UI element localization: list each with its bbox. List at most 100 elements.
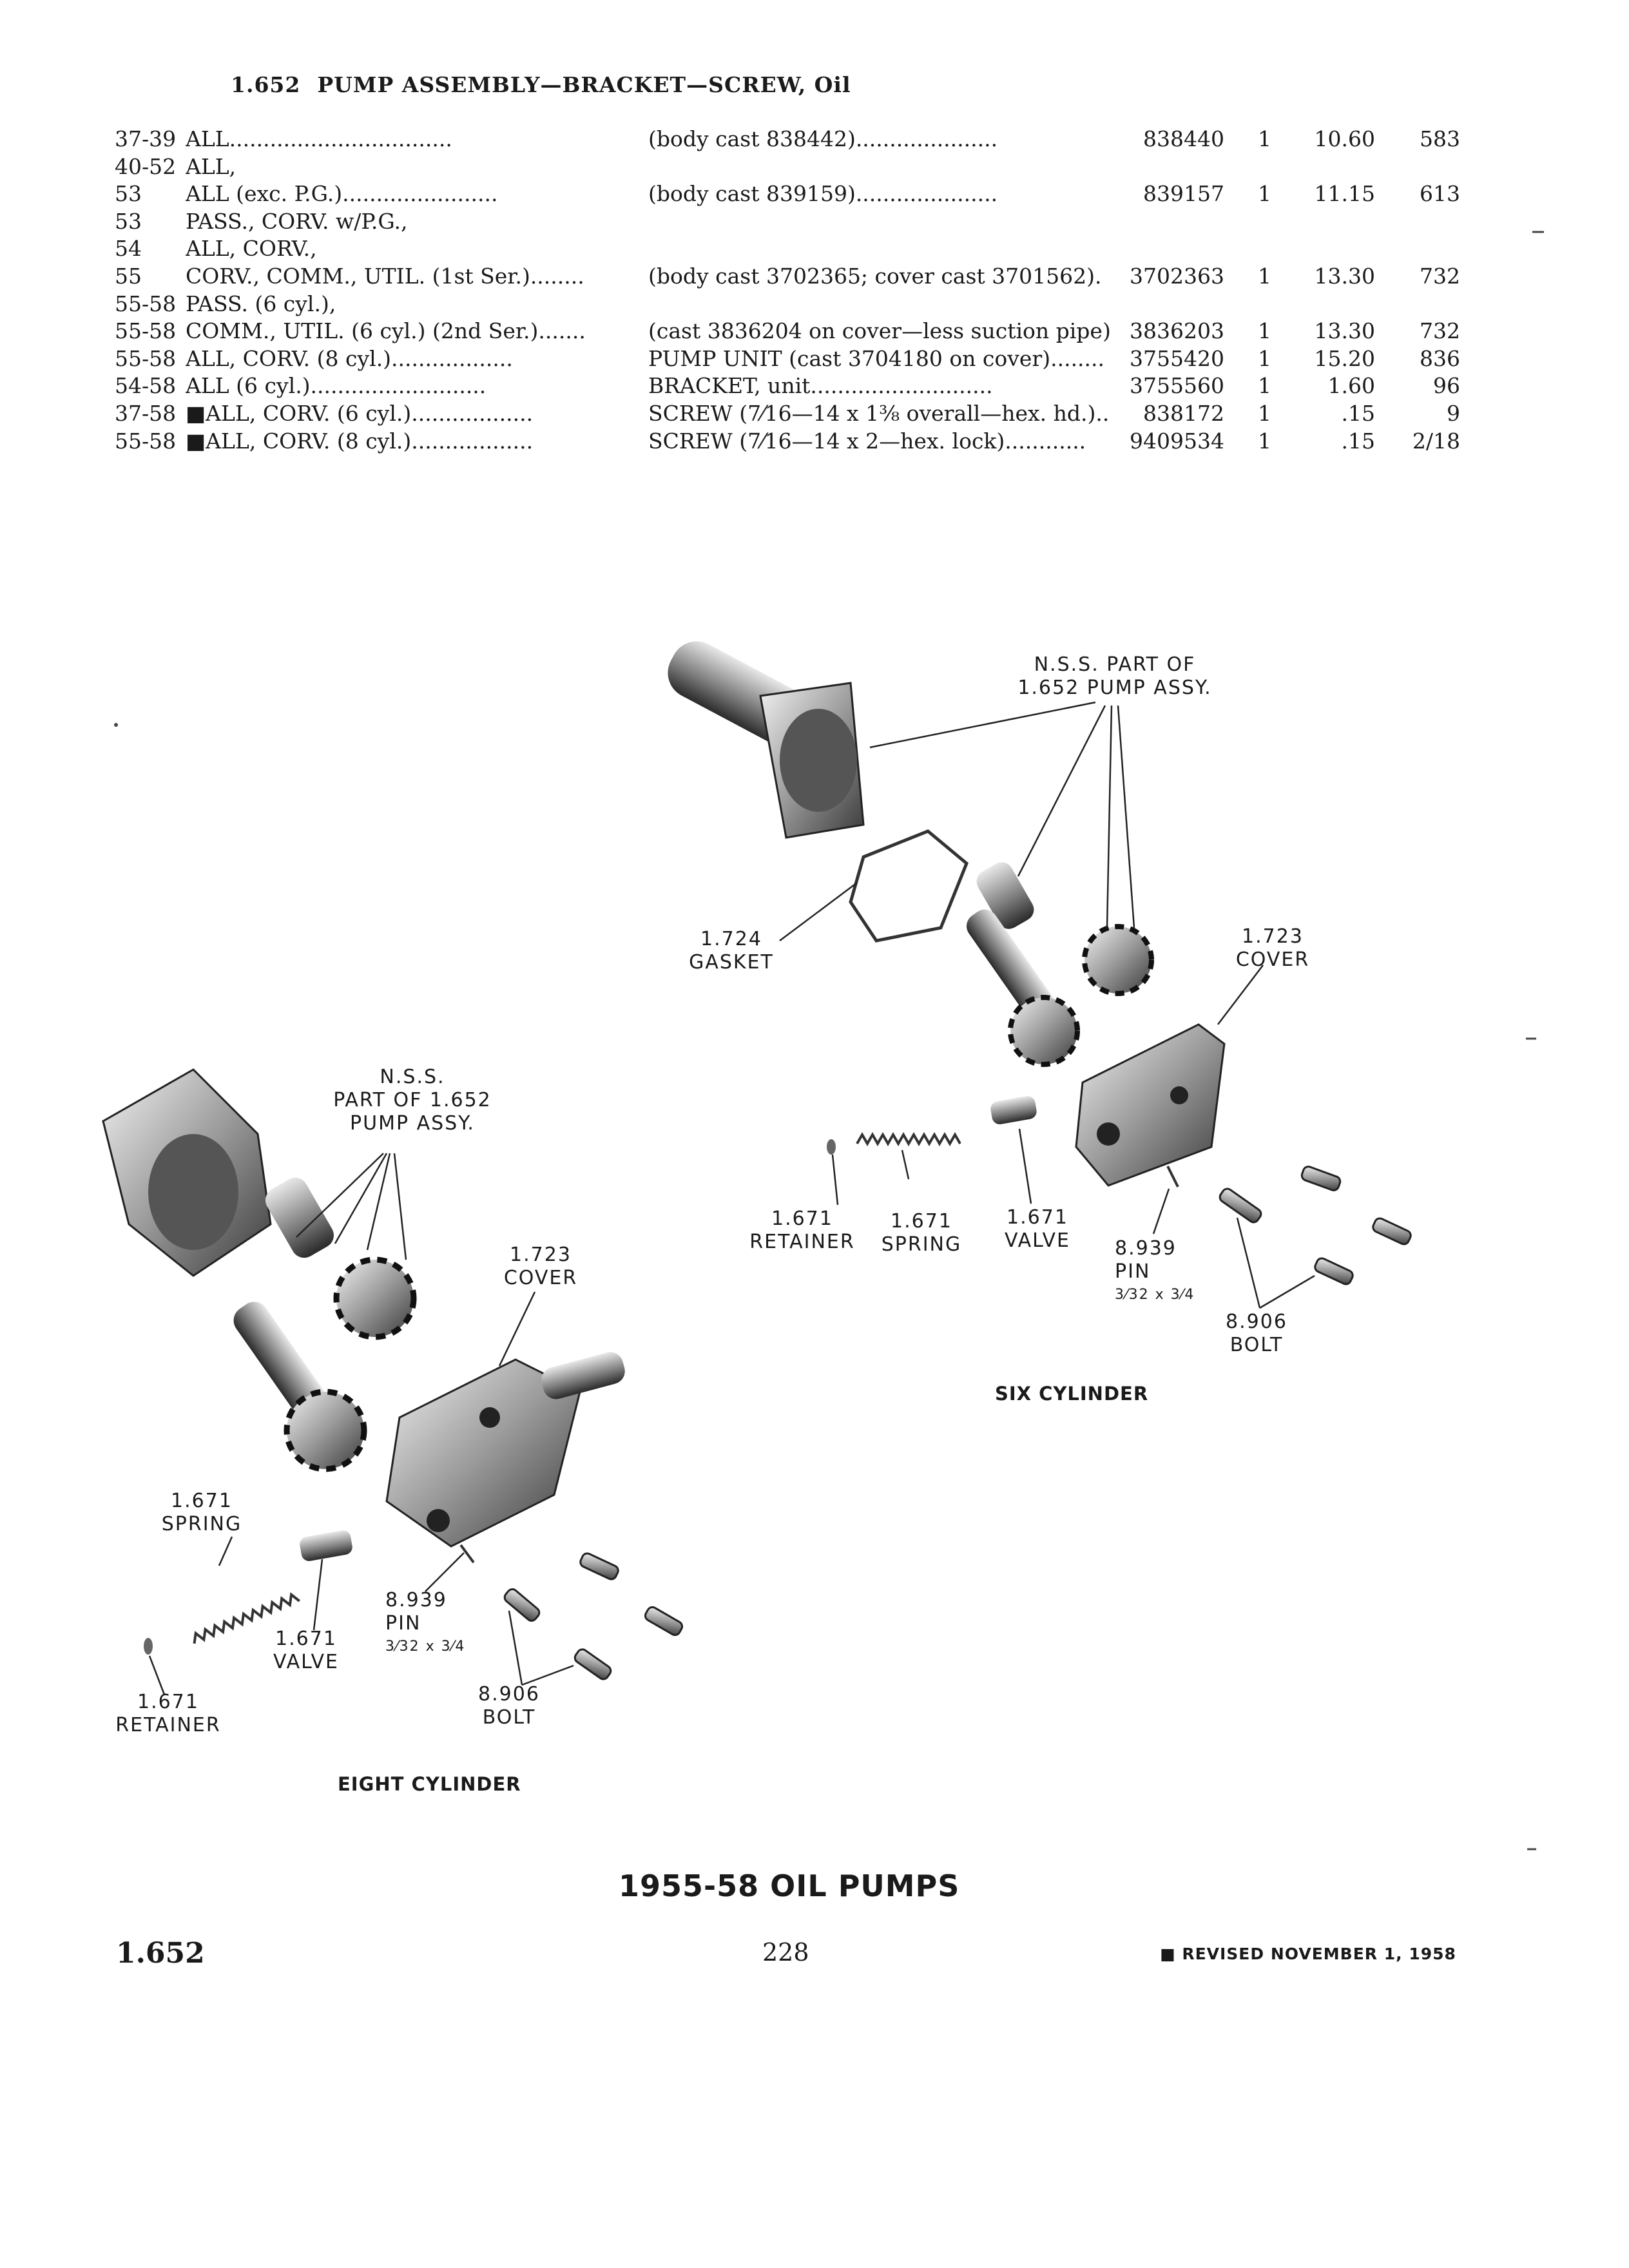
cell-model: ALL, CORV.,	[186, 236, 317, 262]
six-cyl-cover-num: 1.723	[1242, 925, 1304, 948]
cell-desc: (body cast 839159).....................	[648, 181, 998, 207]
six-cyl-retainer	[827, 1139, 836, 1155]
eight-cyl-bolt-label: 8.906 BOLT	[464, 1683, 554, 1729]
eight-cyl-pin	[459, 1544, 475, 1564]
cell-code: 9	[1447, 401, 1460, 426]
cell-qty: 1	[1258, 345, 1271, 371]
cell-code: 583	[1420, 126, 1460, 151]
cell-desc: PUMP UNIT (cast 3704180 on cover).......…	[648, 345, 1105, 371]
six-cyl-valve	[990, 1096, 1037, 1124]
six-cyl-retainer-text: RETAINER	[749, 1231, 855, 1253]
six-cyl-gasket-label: 1.724 GASKET	[683, 928, 780, 974]
cell-price: 13.30	[1314, 264, 1375, 289]
cell-years: 40-52	[115, 153, 177, 179]
six-cyl-bolts	[1219, 1166, 1412, 1285]
six-cyl-cover-label: 1.723 COVER	[1224, 925, 1321, 972]
cell-part: 3702363	[1130, 264, 1224, 289]
six-cyl-cover	[1075, 1023, 1226, 1187]
cell-qty: 1	[1258, 373, 1271, 399]
cell-desc: (body cast 838442).....................	[648, 126, 998, 151]
six-cyl-bolt-text: BOLT	[1229, 1334, 1284, 1356]
eight-cyl-pin-label: 8.939 PIN 3⁄32 x 3⁄4	[385, 1589, 476, 1658]
eight-cyl-cover-text: COVER	[503, 1267, 578, 1289]
cell-desc: BRACKET, unit...........................	[648, 373, 993, 399]
eight-cyl-gear-shaft	[233, 1302, 367, 1472]
cell-desc: (body cast 3702365; cover cast 3701562).	[648, 264, 1102, 289]
eight-cyl-spring-label: 1.671 SPRING	[153, 1490, 250, 1536]
cell-model: ALL, CORV. (8 cyl.)..................	[186, 345, 513, 371]
eight-cyl-bolt-num: 8.906	[478, 1683, 540, 1706]
eight-cyl-valve-text: VALVE	[273, 1651, 340, 1673]
eight-cyl-nss-line1: N.S.S.	[380, 1066, 445, 1088]
cell-code: 732	[1420, 264, 1460, 289]
cell-price: 15.20	[1314, 345, 1375, 371]
cell-price: .15	[1341, 428, 1375, 454]
cell-qty: 1	[1258, 126, 1271, 151]
six-cyl-valve-text: VALVE	[1004, 1229, 1071, 1252]
six-cyl-valve-label: 1.671 VALVE	[992, 1206, 1083, 1253]
six-cyl-spring	[856, 1131, 961, 1147]
cell-years: 37-39	[115, 126, 177, 151]
eight-cyl-shaft	[265, 1177, 334, 1258]
six-cyl-gear-shaft	[967, 909, 1080, 1067]
eight-cyl-spring	[193, 1592, 300, 1644]
cell-code: 732	[1420, 318, 1460, 344]
six-cyl-retainer-num: 1.671	[771, 1207, 833, 1230]
cell-desc: (cast 3836204 on cover—less suction pipe…	[648, 318, 1111, 344]
six-cyl-nss-line1: N.S.S. PART OF	[1034, 653, 1196, 676]
cell-code: 96	[1433, 373, 1460, 399]
eight-cyl-valve-label: 1.671 VALVE	[258, 1628, 354, 1674]
six-cyl-spring-num: 1.671	[891, 1210, 952, 1233]
six-cyl-pin	[1166, 1166, 1179, 1187]
six-cyl-bolt-num: 8.906	[1226, 1311, 1287, 1333]
cell-years: 53	[115, 181, 142, 207]
cell-price: 11.15	[1314, 181, 1375, 207]
cell-price: .15	[1341, 401, 1375, 426]
cell-part: 3755420	[1130, 345, 1224, 371]
table-row: 37-58■ALL, CORV. (6 cyl.)...............…	[0, 401, 1629, 429]
six-cyl-shaft	[976, 862, 1034, 929]
eight-cyl-gear-upper	[333, 1256, 417, 1340]
six-cyl-valve-num: 1.671	[1007, 1206, 1068, 1229]
eight-cyl-cover-num: 1.723	[510, 1244, 572, 1266]
eight-cyl-retainer-num: 1.671	[137, 1691, 199, 1713]
cell-years: 55-58	[115, 428, 177, 454]
six-cyl-gasket	[849, 829, 969, 943]
cell-qty: 1	[1258, 181, 1271, 207]
six-cyl-pin-label: 8.939 PIN 3⁄32 x 3⁄4	[1115, 1237, 1205, 1307]
eight-cyl-bolts	[503, 1552, 684, 1680]
cell-model: PASS. (6 cyl.),	[186, 291, 336, 316]
cell-model: ALL (6 cyl.)..........................	[186, 373, 487, 399]
six-cyl-pin-num: 8.939	[1115, 1237, 1177, 1260]
eight-cyl-nss-line3: PUMP ASSY.	[350, 1112, 475, 1135]
cell-part: 9409534	[1130, 428, 1224, 454]
six-cyl-spring-text: SPRING	[881, 1233, 962, 1256]
eight-cyl-retainer-label: 1.671 RETAINER	[113, 1691, 223, 1737]
cell-qty: 1	[1258, 264, 1271, 289]
cell-code: 836	[1420, 345, 1460, 371]
six-cyl-pump-body	[668, 641, 865, 839]
cell-qty: 1	[1258, 428, 1271, 454]
cell-desc: SCREW (7⁄16—14 x 2—hex. lock)...........…	[648, 428, 1086, 454]
eight-cyl-valve-num: 1.671	[275, 1628, 337, 1650]
eight-cyl-pump-body	[102, 1068, 272, 1277]
cell-price: 10.60	[1314, 126, 1375, 151]
six-cyl-gear-upper	[1082, 924, 1154, 996]
table-row: 55-58 ALL, CORV. (8 cyl.)................…	[0, 346, 1629, 374]
cell-model: ALL,	[186, 153, 236, 179]
eight-cyl-pin-num: 8.939	[385, 1589, 447, 1611]
cell-desc: SCREW (7⁄16—14 x 1⅜ overall—hex. hd.)...…	[648, 401, 1111, 426]
six-cyl-pin-size: 3⁄32 x 3⁄4	[1115, 1287, 1195, 1303]
cell-years: 37-58	[115, 401, 177, 426]
revised-date: ■ REVISED NOVEMBER 1, 1958	[1160, 1945, 1456, 1963]
cell-part: 3836203	[1130, 318, 1224, 344]
cell-qty: 1	[1258, 401, 1271, 426]
six-cyl-leader-lines	[779, 701, 1315, 1309]
cell-years: 55-58	[115, 345, 177, 371]
